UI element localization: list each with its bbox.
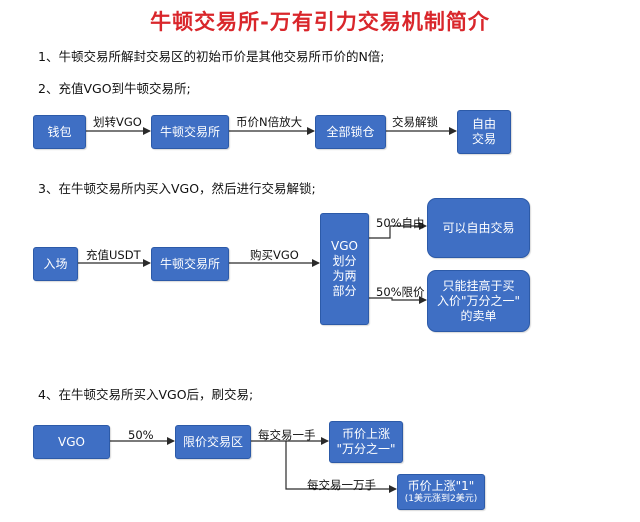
limit-trade-zone-box: 限价交易区	[175, 425, 251, 459]
price-rise-one-box: 币价上涨"1" (1美元涨到2美元)	[397, 474, 485, 510]
transfer-label: 划转VGO	[93, 115, 142, 129]
limit-sell-line1: 只能挂高于买	[442, 278, 515, 293]
per-hand-label: 每交易一手	[258, 428, 316, 442]
page-title: 牛顿交易所-万有引力交易机制简介	[150, 10, 490, 34]
price-rise-box: 币价上涨 "万分之一"	[329, 421, 403, 463]
wallet-box: 钱包	[33, 115, 86, 149]
vgo-split-line4: 部分	[332, 284, 357, 298]
buy-label: 购买VGO	[250, 248, 299, 262]
vgo-split-box: VGO 划分 为两 部分	[320, 213, 369, 325]
free-trade-line1: 自由	[471, 117, 496, 131]
limit-sell-line3: 的卖单	[460, 308, 497, 323]
limit-percent-label: 50%限价	[376, 285, 425, 299]
arrow-limitzone-to-rise-one	[285, 441, 397, 493]
limit-sell-line2: 入价"万分之一"	[436, 293, 521, 308]
price-n-label: 币价N倍放大	[236, 115, 303, 129]
free-trade-line2: 交易	[471, 132, 496, 146]
free-trade-box: 自由 交易	[457, 110, 511, 154]
per-ten-thousand-label: 每交易一万手	[307, 478, 376, 492]
vgo-box-row4: VGO	[33, 425, 110, 459]
free-percent-label: 50%自由	[376, 216, 425, 230]
vgo-split-line1: VGO	[331, 239, 358, 253]
arrow-vgo-to-free	[367, 222, 427, 239]
deposit-label: 充值USDT	[86, 248, 141, 262]
price-rise-line1: 币价上涨	[341, 427, 390, 441]
step-3-text: 3、在牛顿交易所内买入VGO，然后进行交易解锁;	[38, 181, 316, 196]
can-trade-freely-box: 可以自由交易	[427, 198, 530, 258]
step-4-text: 4、在牛顿交易所买入VGO后，刷交易;	[38, 387, 254, 402]
arrow-vgo-to-limit	[367, 296, 427, 304]
fifty-percent-label: 50%	[128, 428, 154, 442]
newton-box-row2: 牛顿交易所	[151, 115, 229, 149]
price-rise-one-line1: 币价上涨"1"	[407, 479, 475, 493]
price-rise-line2: "万分之一"	[336, 442, 396, 456]
price-rise-one-line2: (1美元涨到2美元)	[404, 494, 478, 504]
limit-sell-box: 只能挂高于买 入价"万分之一" 的卖单	[427, 270, 530, 332]
vgo-split-line3: 为两	[332, 269, 357, 283]
entry-box: 入场	[33, 247, 78, 281]
locked-box: 全部锁仓	[315, 115, 386, 149]
step-2-text: 2、充值VGO到牛顿交易所;	[38, 81, 191, 96]
unlock-label: 交易解锁	[392, 115, 438, 129]
step-1-text: 1、牛顿交易所解封交易区的初始币价是其他交易所币价的N倍;	[38, 49, 385, 64]
vgo-split-line2: 划分	[332, 254, 357, 268]
newton-box-row3: 牛顿交易所	[151, 247, 229, 281]
